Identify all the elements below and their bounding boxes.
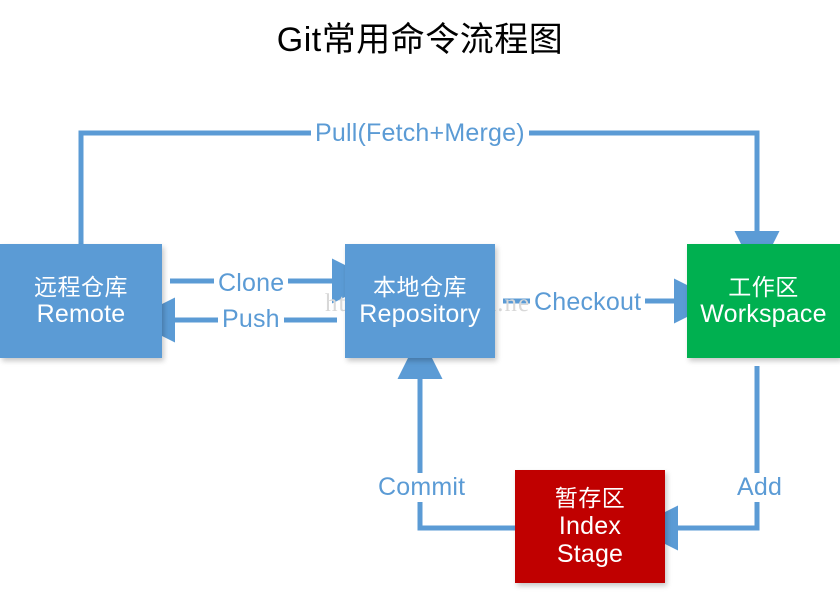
edge-label-clone: Clone: [214, 269, 289, 298]
node-repository[interactable]: 本地仓库 Repository: [345, 244, 495, 358]
node-repository-label-cn: 本地仓库: [373, 273, 467, 300]
node-remote[interactable]: 远程仓库 Remote: [0, 244, 162, 358]
edge-label-commit: Commit: [374, 473, 470, 502]
edge-commit: [397, 334, 515, 531]
node-index-label-en: Index: [558, 511, 622, 540]
node-repository-label-en: Repository: [359, 299, 481, 328]
edge-add: [633, 366, 760, 551]
node-workspace-label-en: Workspace: [700, 299, 827, 328]
edge-label-pull: Pull(Fetch+Merge): [311, 119, 529, 148]
edge-label-checkout: Checkout: [530, 288, 646, 317]
node-workspace[interactable]: 工作区 Workspace: [687, 244, 840, 358]
node-remote-label-cn: 远程仓库: [34, 273, 128, 300]
node-index-label-en2: Stage: [556, 539, 624, 568]
edge-pull: [78, 130, 780, 276]
node-index[interactable]: 暂存区 Index Stage: [515, 470, 665, 583]
node-workspace-label-cn: 工作区: [728, 273, 799, 300]
node-remote-label-en: Remote: [36, 299, 126, 328]
edge-label-add: Add: [733, 473, 787, 502]
edge-label-push: Push: [218, 305, 284, 334]
node-index-label-cn: 暂存区: [554, 485, 626, 512]
page-title: Git常用命令流程图: [276, 21, 564, 59]
